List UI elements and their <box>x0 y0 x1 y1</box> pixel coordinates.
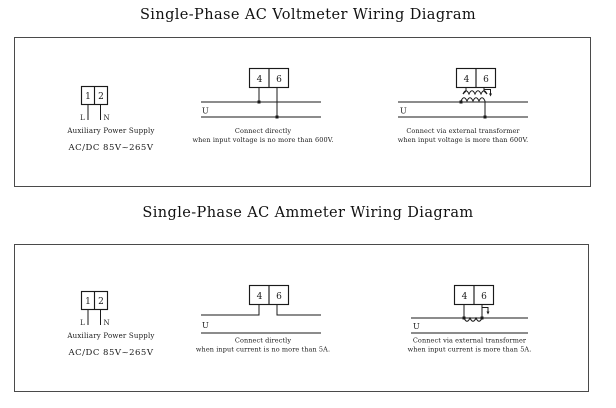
terminal-6-label: 6 <box>276 75 282 85</box>
junction-dot <box>275 115 279 119</box>
junction-dot <box>483 115 487 119</box>
caption-line2: when input current is no more than 5A. <box>196 346 330 354</box>
terminal-1-label: 1 <box>85 92 91 102</box>
terminal-4-label: 4 <box>464 75 470 85</box>
ground-branch-wire <box>484 89 491 94</box>
voltmeter-title: Single-Phase AC Voltmeter Wiring Diagram <box>139 7 477 23</box>
neutral-label: N <box>104 319 110 327</box>
terminal-6-label: 6 <box>483 75 489 85</box>
line-label: L <box>80 319 85 327</box>
caption-line2: when input voltage is no more than 600V. <box>192 136 333 144</box>
ground-arrow-icon <box>486 311 490 315</box>
wire-terminal-4-to-line <box>201 304 260 316</box>
u-label: U <box>202 107 209 116</box>
voltmeter-external-transformer-diagram: 4 6 U Connect via external transformer w… <box>398 67 529 144</box>
terminal-6-label: 6 <box>276 292 282 302</box>
voltmeter-aux-power-diagram: 1 2 L N Auxiliary Power Supply AC/DC 85V… <box>66 85 154 153</box>
ammeter-external-transformer-diagram: 4 6 U Connect via external transformer w… <box>408 284 532 354</box>
terminal-4-label: 4 <box>257 292 263 302</box>
transformer-secondary-coil <box>462 90 488 96</box>
caption-line1: Connect via external transformer <box>413 337 527 345</box>
terminal-1-label: 1 <box>85 297 91 307</box>
u-label: U <box>202 321 209 330</box>
voltmeter-direct-diagram: 4 6 U Connect directly when input voltag… <box>192 67 333 144</box>
aux-rating: AC/DC 85V~265V <box>68 143 154 153</box>
terminal-2-label: 2 <box>98 297 104 307</box>
current-transformer-coil <box>463 316 483 322</box>
aux-caption: Auxiliary Power Supply <box>66 332 154 340</box>
ammeter-title: Single-Phase AC Ammeter Wiring Diagram <box>142 205 474 221</box>
caption-line2: when input voltage is more than 600V. <box>398 136 529 144</box>
ground-arrow-icon <box>489 93 492 97</box>
ground-branch-wire <box>482 307 489 312</box>
caption-line1: Connect directly <box>235 127 291 135</box>
caption-line1: Connect directly <box>235 337 291 345</box>
ammeter-panel: 1 2 L N Auxiliary Power Supply AC/DC 85V… <box>14 244 589 392</box>
ammeter-direct-diagram: 4 6 U Connect directly when input curren… <box>196 284 330 354</box>
terminal-4-label: 4 <box>257 75 263 85</box>
voltmeter-panel: 1 2 L N Auxiliary Power Supply AC/DC 85V… <box>14 37 591 187</box>
transformer-primary-coil <box>460 97 486 103</box>
terminal-6-label: 6 <box>481 292 487 302</box>
ammeter-aux-power-diagram: 1 2 L N Auxiliary Power Supply AC/DC 85V… <box>66 290 154 358</box>
line-label: L <box>80 114 85 122</box>
junction-dot <box>257 100 261 104</box>
caption-line1: Connect via external transformer <box>406 127 520 135</box>
wire-terminal-6-to-line <box>276 304 321 316</box>
terminal-4-label: 4 <box>462 292 468 302</box>
aux-caption: Auxiliary Power Supply <box>66 127 154 135</box>
terminal-2-label: 2 <box>98 92 104 102</box>
u-label: U <box>400 107 407 116</box>
aux-rating: AC/DC 85V~265V <box>68 348 154 358</box>
u-label: U <box>413 322 420 331</box>
junction-dot <box>459 100 463 104</box>
caption-line2: when input current is more than 5A. <box>408 346 532 354</box>
neutral-label: N <box>104 114 110 122</box>
